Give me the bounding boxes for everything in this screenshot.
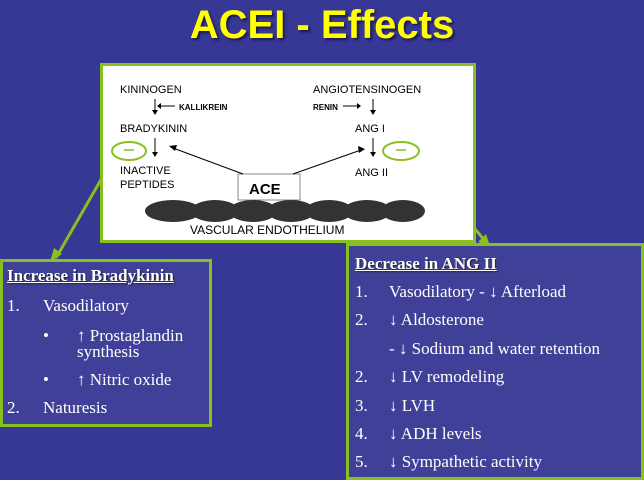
ang2-effects-box: Decrease in ANG II 1.Vasodilatory - ↓ Af… [346,243,644,480]
bradykinin-heading: Increase in Bradykinin [7,266,174,285]
list-item: 1. Vasodilatory [7,296,129,315]
angiotensinogen-label: ANGIOTENSINOGEN [313,84,421,96]
ang1-label: ANG I [355,123,385,135]
list-item: 2. Naturesis [7,398,108,417]
list-item: 4.↓ ADH levels [355,424,482,443]
endothelium-label: VASCULAR ENDOTHELIUM [190,223,344,237]
bradykinin-effects-box: Increase in Bradykinin 1. Vasodilatory •… [0,259,212,427]
inactive-label: INACTIVE [120,165,171,177]
list-item: • ↑ Nitric oxide [43,370,172,389]
list-item: 5.↓ Sympathetic activity [355,452,542,471]
list-item: 2.↓ Aldosterone [355,310,484,329]
bradykinin-inhibit-marker [111,141,147,161]
kallikrein-label: KALLIKREIN [179,103,228,112]
ang2-heading: Decrease in ANG II [355,254,497,273]
ang2-inhibit-marker [382,141,420,161]
list-item: 3.↓ LVH [355,396,436,415]
endothelium-cells [145,200,425,222]
ace-label: ACE [249,181,281,198]
ace-pathway-diagram: KININOGEN KALLIKREIN BRADYKININ INACTIVE… [100,63,476,243]
slide-title: ACEI - Effects [189,3,455,47]
renin-label: RENIN [313,103,338,112]
bradykinin-label: BRADYKININ [120,123,187,135]
kininogen-label: KININOGEN [120,84,182,96]
peptides-label: PEPTIDES [120,179,174,191]
list-item: 1.Vasodilatory - ↓ Afterload [355,282,567,301]
list-item: 2.↓ LV remodeling [355,367,505,386]
ang2-label: ANG II [355,167,388,179]
list-item: • ↑ Prostaglandin synthesis [43,326,184,361]
